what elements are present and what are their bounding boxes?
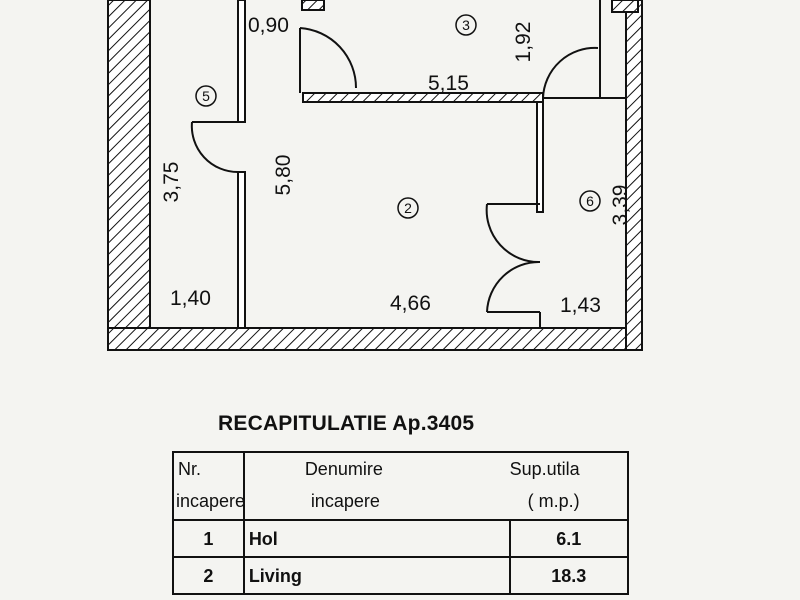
right-outer-wall [625,0,643,351]
dim-label-1-92: 1,92 [512,22,535,63]
interior-wall-horizontal [302,92,544,103]
row-area: 6.1 [508,519,630,558]
recap-table: Nr. incapere Denumire incapere Sup.utila… [172,451,630,595]
dim-label-3-39: 3,39 [609,185,632,226]
left-outer-wall [107,0,151,351]
dim-label-4-66: 4,66 [390,292,431,315]
header-nr-line2: incapere [176,491,246,511]
dim-label-1-40: 1,40 [170,287,211,310]
row-nr: 1 [172,519,245,558]
header-name-line2: incapere [310,491,380,511]
room-marker-5: 5 [195,85,217,107]
door-top [299,27,358,93]
row-name: Living [242,556,511,595]
dim-label-0-90: 0,90 [248,14,289,37]
header-name-line1: Denumire [304,459,383,479]
svg-text:2: 2 [404,200,412,216]
row-nr: 2 [172,556,245,595]
door-right-top [542,46,600,99]
interior-wall-hol-left [237,0,246,123]
room-marker-2: 2 [397,197,419,219]
row-area: 18.3 [508,556,630,595]
dim-label-5-80: 5,80 [272,155,295,196]
header-name: Denumire incapere [243,451,510,521]
dim-label-5-15: 5,15 [428,72,469,95]
interior-wall-vertical-right [536,101,544,213]
bottom-outer-wall [107,327,643,351]
table-row: 1 Hol 6.1 [172,519,630,558]
header-area: Sup.utila ( m.p.) [509,451,630,521]
header-area-line1: Sup.utila [509,459,580,479]
floor-plan: 3 5 2 6 0,90 5,15 1,92 3,75 5,80 3,39 1,… [107,0,643,351]
header-nr: Nr. incapere [172,451,246,521]
room-marker-3: 3 [455,14,477,36]
svg-text:3: 3 [462,17,470,33]
interior-wall-hol-left-lower [237,171,246,329]
door-double-right [485,203,541,313]
dim-label-3-75: 3,75 [160,162,183,203]
svg-text:6: 6 [586,193,594,209]
row-name: Hol [242,519,511,558]
top-wall-stub-left [301,0,325,11]
door-left [190,121,239,174]
header-nr-line1: Nr. [178,459,202,479]
dim-label-1-43: 1,43 [560,294,601,317]
room-marker-6: 6 [579,190,601,212]
recap-title: RECAPITULATIE Ap.3405 [218,412,475,435]
table-row: 2 Living 18.3 [172,556,630,595]
top-wall-stub-right [611,0,639,13]
header-area-line2: ( m.p.) [527,491,580,511]
recap-header-row: Nr. incapere Denumire incapere Sup.utila… [172,451,630,521]
svg-text:5: 5 [202,88,210,104]
